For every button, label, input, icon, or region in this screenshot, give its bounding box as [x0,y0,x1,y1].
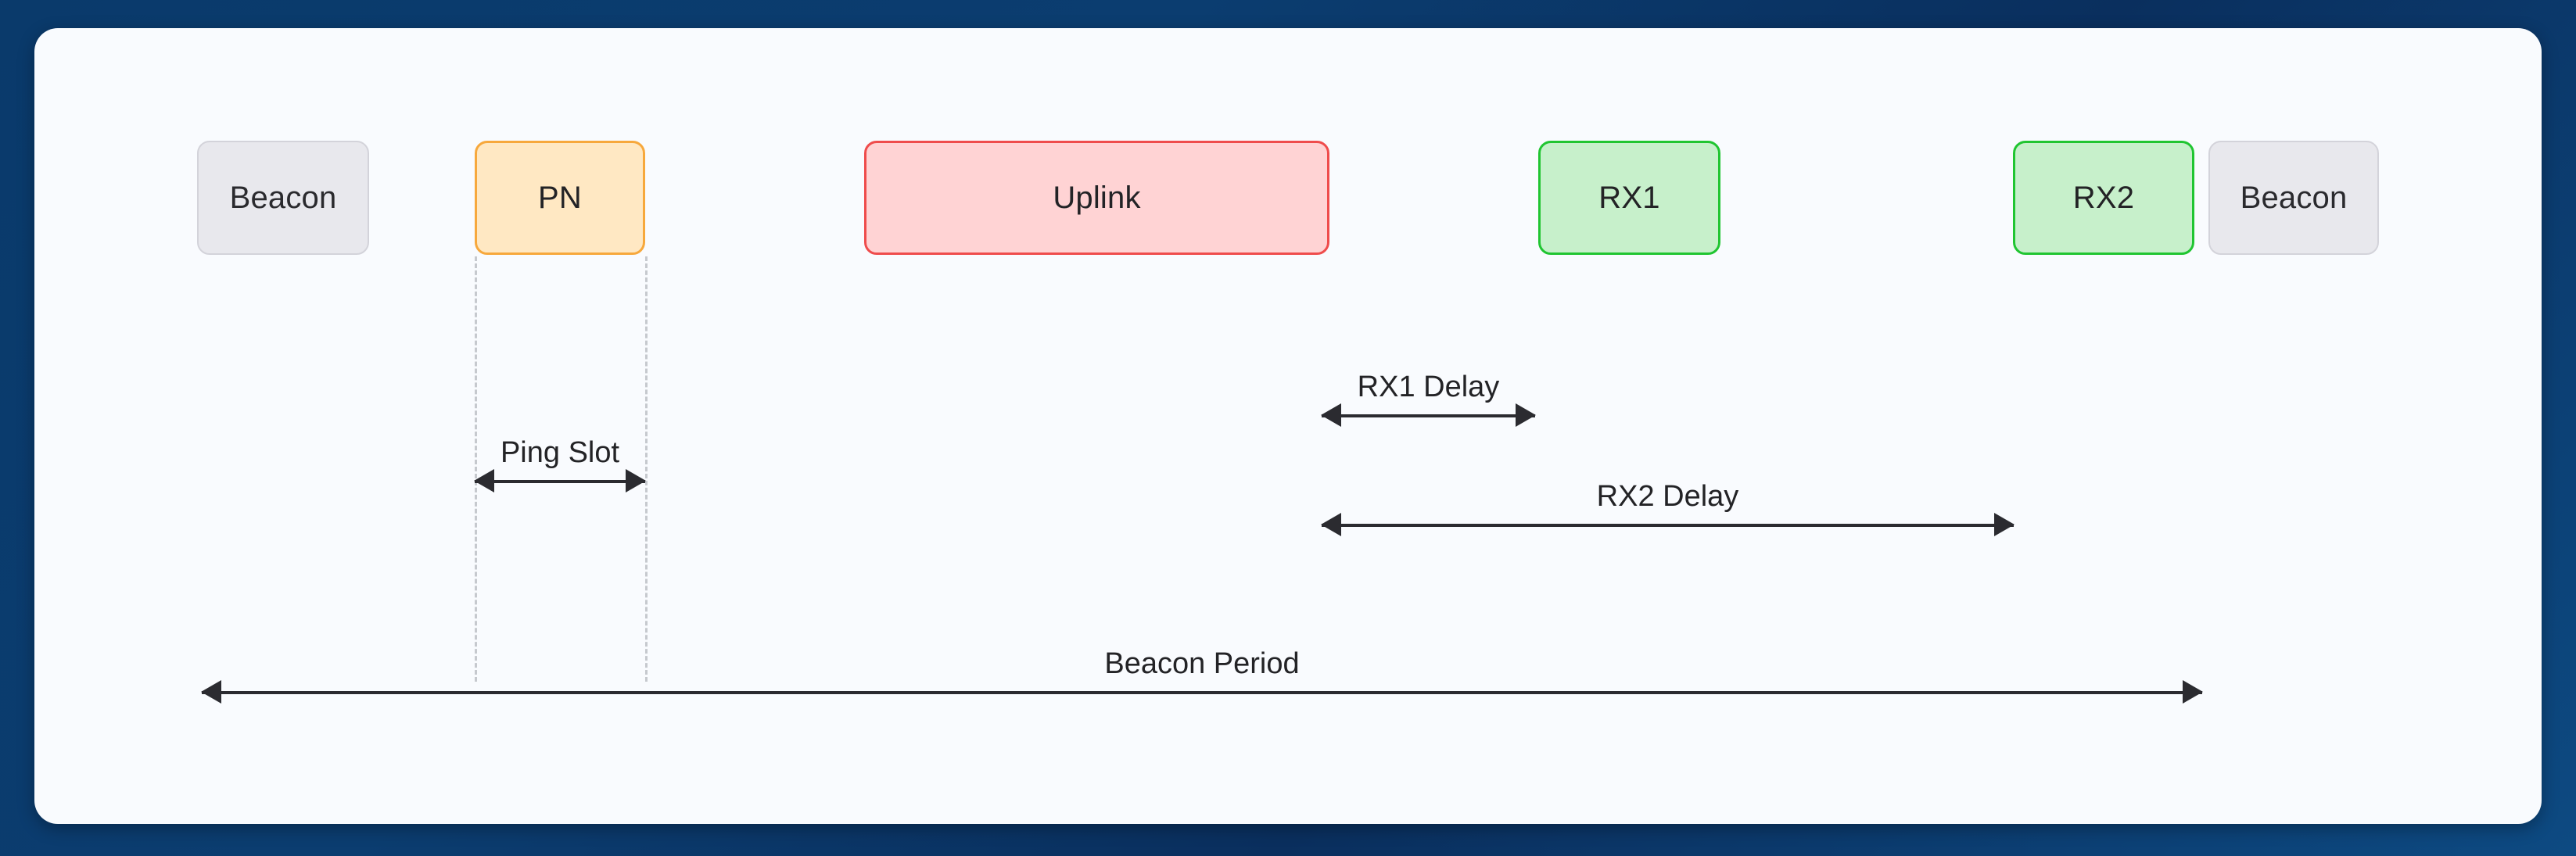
timeline-block-rx2[interactable]: RX2 [2013,141,2194,255]
measure-label-ping-slot: Ping Slot [500,436,620,469]
block-label: RX1 [1598,181,1660,215]
block-label: Uplink [1053,181,1141,215]
timeline-block-rx1[interactable]: RX1 [1538,141,1720,255]
arrow-left-icon [474,469,494,492]
ping-slot-right-guide [645,256,648,682]
arrow-left-icon [1321,403,1341,427]
arrow-right-icon [626,469,646,492]
measure-label-rx2-delay: RX2 Delay [1596,480,1739,513]
arrow-right-icon [1516,403,1536,427]
measure-line [1322,524,2014,527]
measure-line [202,691,2202,694]
timeline-block-beacon-end[interactable]: Beacon [2208,141,2379,255]
measure-label-rx1-delay: RX1 Delay [1357,371,1500,403]
measure-line [1322,414,1535,417]
timeline-block-uplink[interactable]: Uplink [864,141,1329,255]
block-label: Beacon [2240,181,2348,215]
arrow-left-icon [1321,513,1341,536]
arrow-right-icon [1994,513,2015,536]
block-label: RX2 [2072,181,2135,215]
measure-label-beacon-period: Beacon Period [1104,647,1300,680]
block-label: PN [538,181,582,215]
timeline-block-ping-slot-pn[interactable]: PN [475,141,645,255]
arrow-right-icon [2183,680,2203,704]
arrow-left-icon [201,680,221,704]
block-label: Beacon [229,181,337,215]
measure-line [475,480,645,483]
timeline-block-beacon-start[interactable]: Beacon [197,141,369,255]
